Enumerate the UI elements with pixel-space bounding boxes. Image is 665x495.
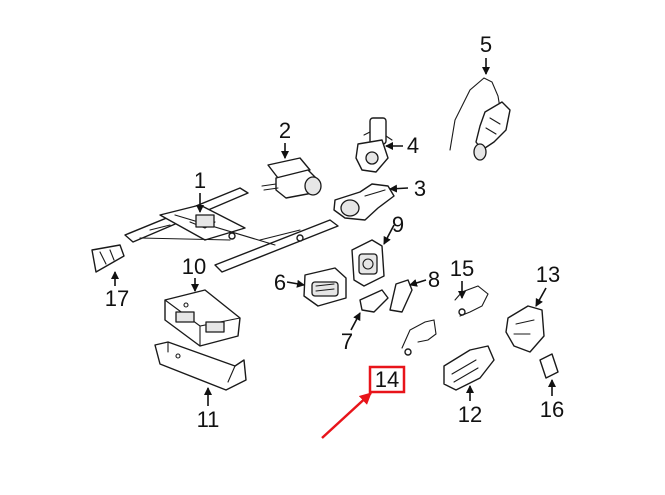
- part-motor-2: [261, 149, 322, 199]
- callout-numbers: 1 2 3 4 5 6 7 8 9 10 11 12 13 14 15 16 1…: [105, 32, 564, 432]
- callout-14: 14: [375, 367, 399, 392]
- part-seat-track: [124, 187, 339, 273]
- callout-1: 1: [194, 168, 206, 193]
- leader-7: [350, 312, 361, 331]
- callout-3: 3: [414, 176, 426, 201]
- callout-6: 6: [274, 270, 286, 295]
- part-cable-5: [449, 77, 511, 161]
- callout-16: 16: [540, 397, 564, 422]
- part-bezel-12: [443, 345, 495, 391]
- callout-15: 15: [450, 256, 474, 281]
- part-cover-13: [505, 305, 545, 353]
- part-clip-16: [539, 353, 559, 379]
- part-switch-6: [303, 267, 347, 307]
- callout-12: 12: [458, 402, 482, 427]
- callout-7: 7: [341, 329, 353, 354]
- callout-11: 11: [197, 407, 220, 432]
- callout-10: 10: [182, 254, 206, 279]
- part-knob-8: [389, 279, 413, 313]
- leader-3: [389, 184, 409, 193]
- highlight-arrow: [321, 392, 372, 439]
- leader-lines: [111, 58, 556, 406]
- part-motor-3: [333, 183, 395, 221]
- callout-4: 4: [407, 133, 419, 158]
- part-switch-9: [351, 239, 385, 287]
- callout-8: 8: [428, 267, 440, 292]
- part-knob-7: [359, 289, 389, 313]
- leader-9: [383, 224, 395, 245]
- leader-8: [409, 279, 427, 287]
- leader-13: [535, 287, 547, 307]
- leader-6: [286, 279, 305, 288]
- callout-17: 17: [105, 286, 129, 311]
- highlight-box: [368, 365, 406, 394]
- part-harness-15: [454, 285, 489, 317]
- callout-2: 2: [279, 118, 291, 143]
- part-trim-17: [91, 244, 125, 273]
- part-bracket-11: [154, 341, 247, 391]
- part-module-10: [164, 289, 241, 347]
- part-harness-14: [401, 319, 437, 356]
- part-motor-4: [355, 117, 393, 173]
- callout-5: 5: [480, 32, 492, 57]
- callout-13: 13: [536, 262, 560, 287]
- callout-9: 9: [392, 212, 404, 237]
